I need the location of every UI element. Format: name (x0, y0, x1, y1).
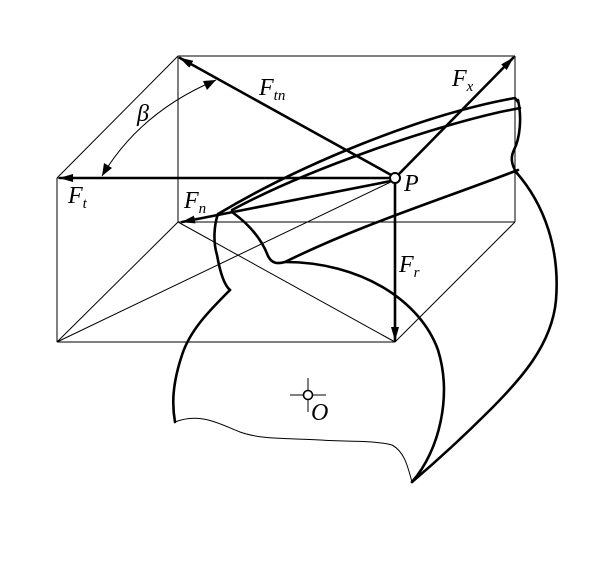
label-beta: β (136, 101, 149, 127)
label-p: P (403, 171, 419, 197)
label-fn: Fn (183, 188, 206, 217)
label-fx: Fx (451, 66, 474, 95)
force-fx-arrow (395, 56, 515, 178)
label-ft: Ft (67, 183, 88, 212)
label-o: O (311, 400, 328, 426)
force-ftn-arrow (178, 56, 395, 178)
gear-tooth (171, 96, 558, 484)
label-ftn: Ftn (258, 75, 285, 104)
force-vectors (58, 56, 515, 342)
force-fn-arrow (180, 179, 393, 224)
center-point-marker (290, 378, 326, 412)
break-line (174, 417, 413, 483)
pitch-point-marker (389, 172, 401, 184)
label-fr: Fr (398, 252, 420, 281)
construction-box (56, 55, 516, 343)
